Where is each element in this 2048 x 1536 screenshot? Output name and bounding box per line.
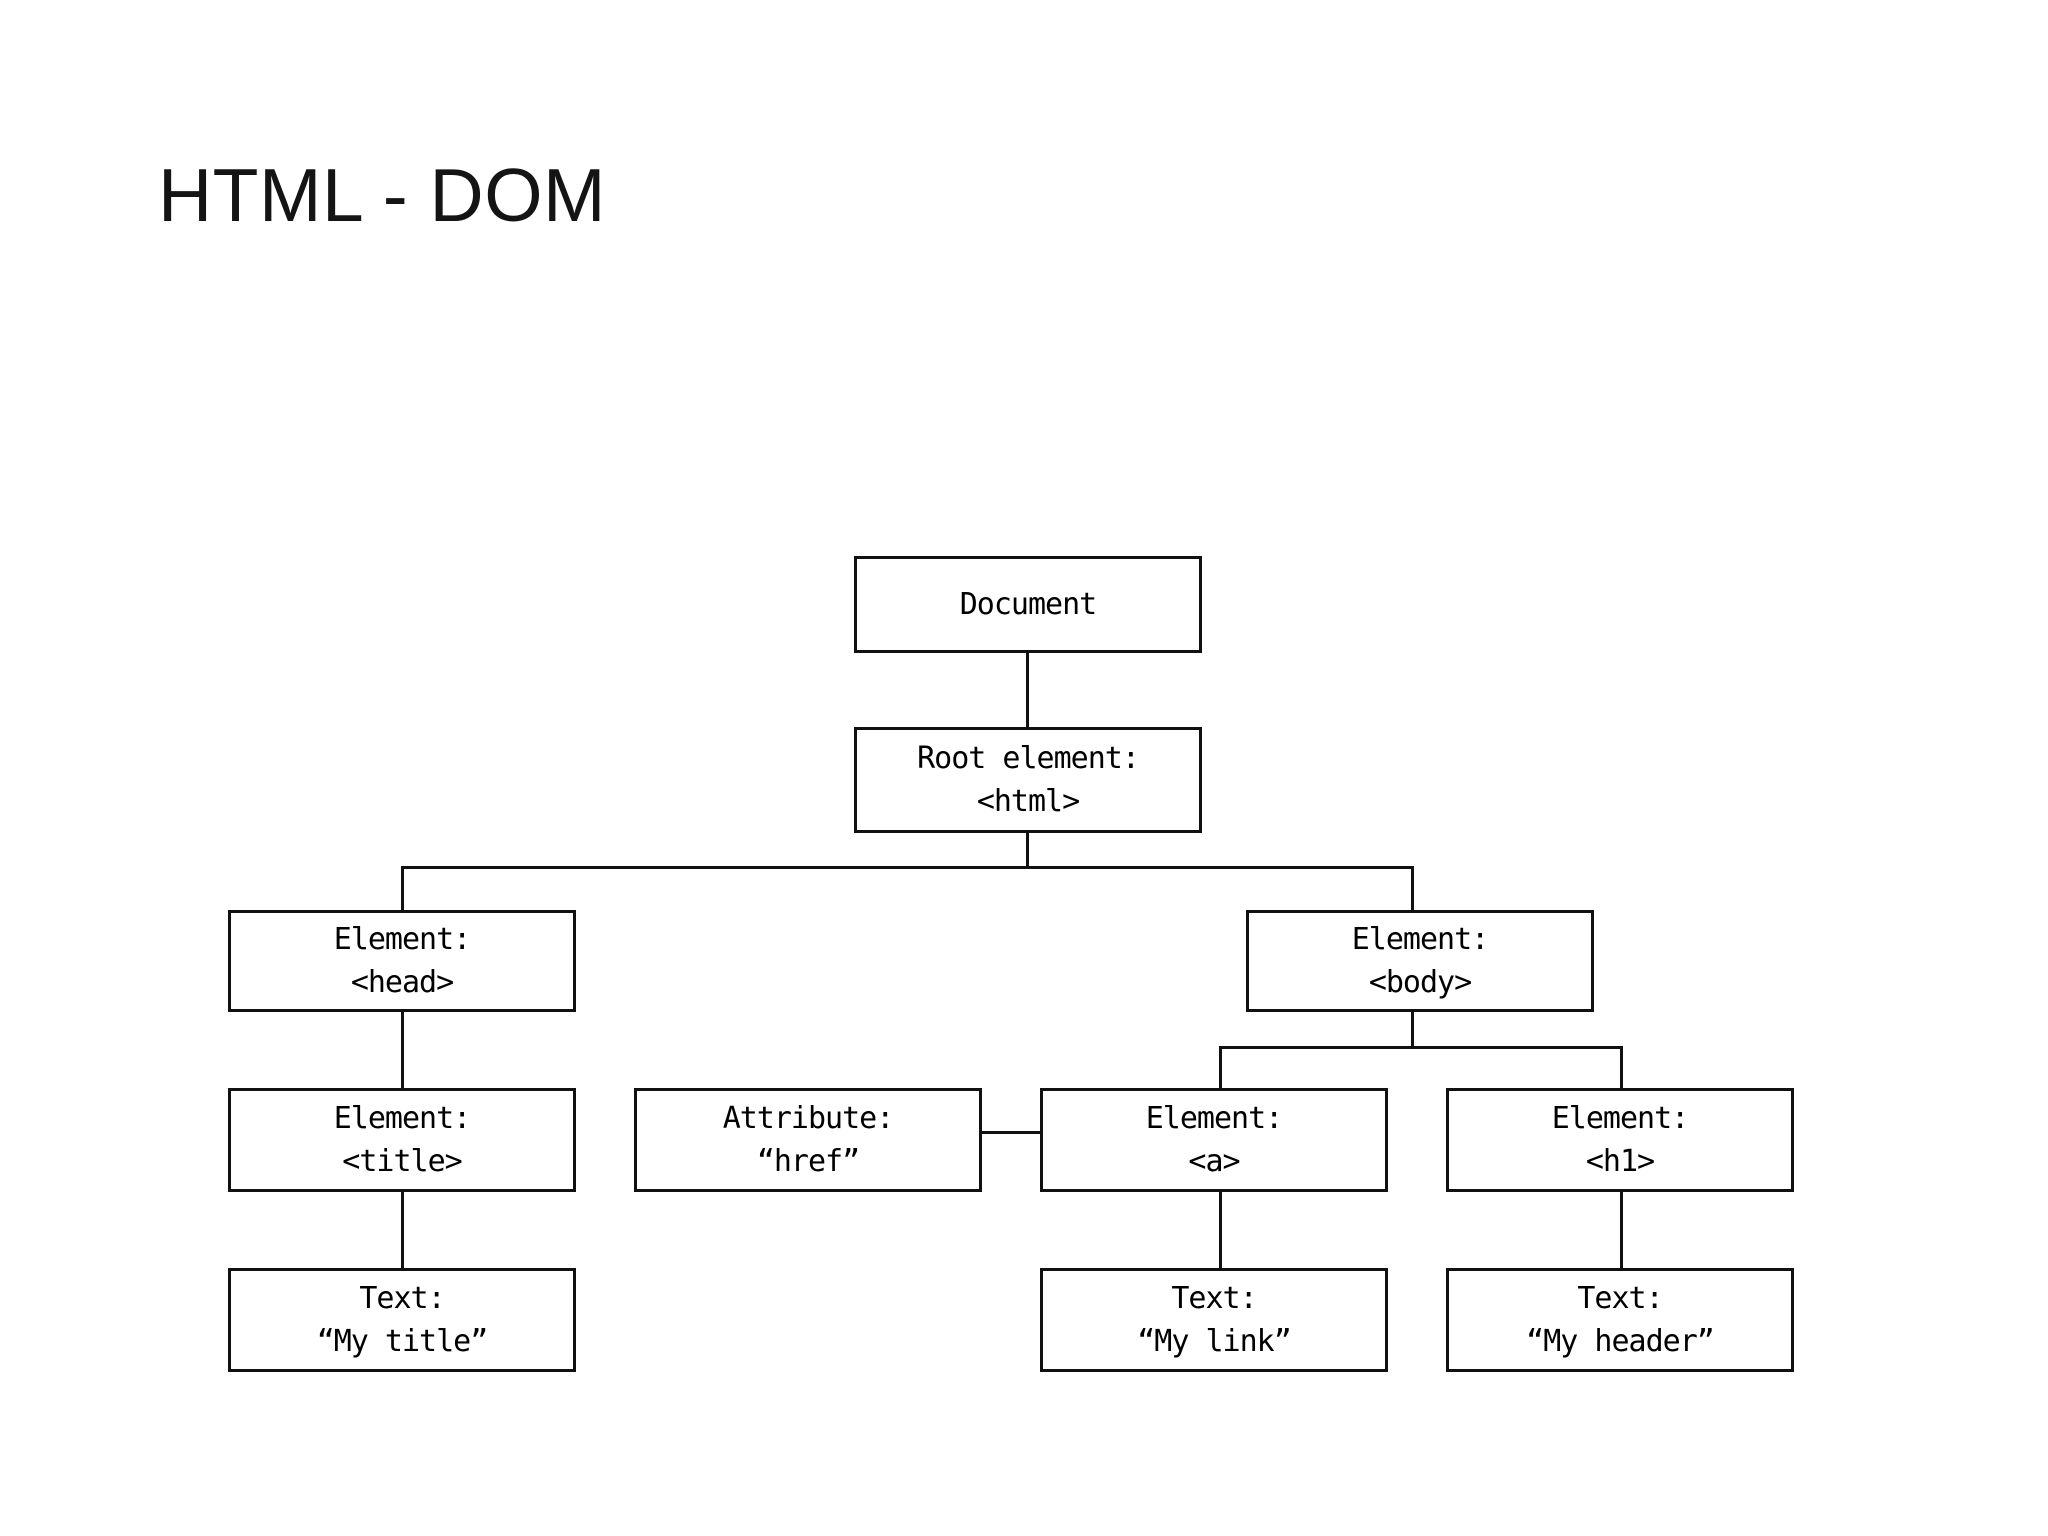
node-attribute-href-line1: Attribute:	[722, 1101, 895, 1136]
node-text-my-link-line1: Text:	[1171, 1281, 1257, 1316]
edge-document-to-root	[1026, 653, 1029, 727]
node-document[interactable]: Document	[854, 556, 1202, 653]
node-element-head-line2: <head>	[350, 965, 454, 1000]
node-element-a[interactable]: Element: <a>	[1040, 1088, 1388, 1192]
node-text-my-link-line2: “My link”	[1137, 1324, 1292, 1359]
edge-root-bus	[401, 866, 1414, 869]
edge-root-to-body	[1411, 866, 1414, 910]
node-text-my-header-line2: “My header”	[1526, 1324, 1715, 1359]
edge-body-stem	[1411, 1012, 1414, 1046]
node-text-my-title[interactable]: Text: “My title”	[228, 1268, 576, 1372]
edge-h1-to-text	[1620, 1192, 1623, 1268]
edge-head-to-title	[401, 1012, 404, 1088]
node-element-body-line1: Element:	[1351, 922, 1489, 957]
edge-href-to-anchor	[981, 1131, 1041, 1134]
node-attribute-href[interactable]: Attribute: “href”	[634, 1088, 982, 1192]
edge-body-to-h1	[1620, 1046, 1623, 1088]
node-text-my-link[interactable]: Text: “My link”	[1040, 1268, 1388, 1372]
edge-root-to-head	[401, 866, 404, 910]
node-root-html-line1: Root element:	[917, 741, 1140, 776]
node-element-head[interactable]: Element: <head>	[228, 910, 576, 1012]
node-element-h1-line2: <h1>	[1585, 1144, 1655, 1179]
node-element-h1[interactable]: Element: <h1>	[1446, 1088, 1794, 1192]
node-text-my-title-line1: Text:	[359, 1281, 445, 1316]
node-element-a-line1: Element:	[1145, 1101, 1283, 1136]
node-text-my-title-line2: “My title”	[316, 1324, 489, 1359]
edge-body-bus	[1219, 1046, 1623, 1049]
node-document-line1: Document	[959, 587, 1097, 622]
node-element-body[interactable]: Element: <body>	[1246, 910, 1594, 1012]
node-element-body-line2: <body>	[1368, 965, 1472, 1000]
edge-root-stem	[1026, 833, 1029, 866]
node-root-html-line2: <html>	[976, 784, 1080, 819]
node-text-my-header-line1: Text:	[1577, 1281, 1663, 1316]
node-element-h1-line1: Element:	[1551, 1101, 1689, 1136]
node-attribute-href-line2: “href”	[756, 1144, 860, 1179]
edge-body-to-anchor	[1219, 1046, 1222, 1088]
node-root-html[interactable]: Root element: <html>	[854, 727, 1202, 833]
node-element-a-line2: <a>	[1188, 1144, 1240, 1179]
node-element-head-line1: Element:	[333, 922, 471, 957]
edge-anchor-to-text	[1219, 1192, 1222, 1268]
edge-title-to-text	[401, 1192, 404, 1268]
node-element-title-line1: Element:	[333, 1101, 471, 1136]
page-title: HTML - DOM	[158, 153, 607, 237]
node-text-my-header[interactable]: Text: “My header”	[1446, 1268, 1794, 1372]
node-element-title[interactable]: Element: <title>	[228, 1088, 576, 1192]
node-element-title-line2: <title>	[342, 1144, 462, 1179]
